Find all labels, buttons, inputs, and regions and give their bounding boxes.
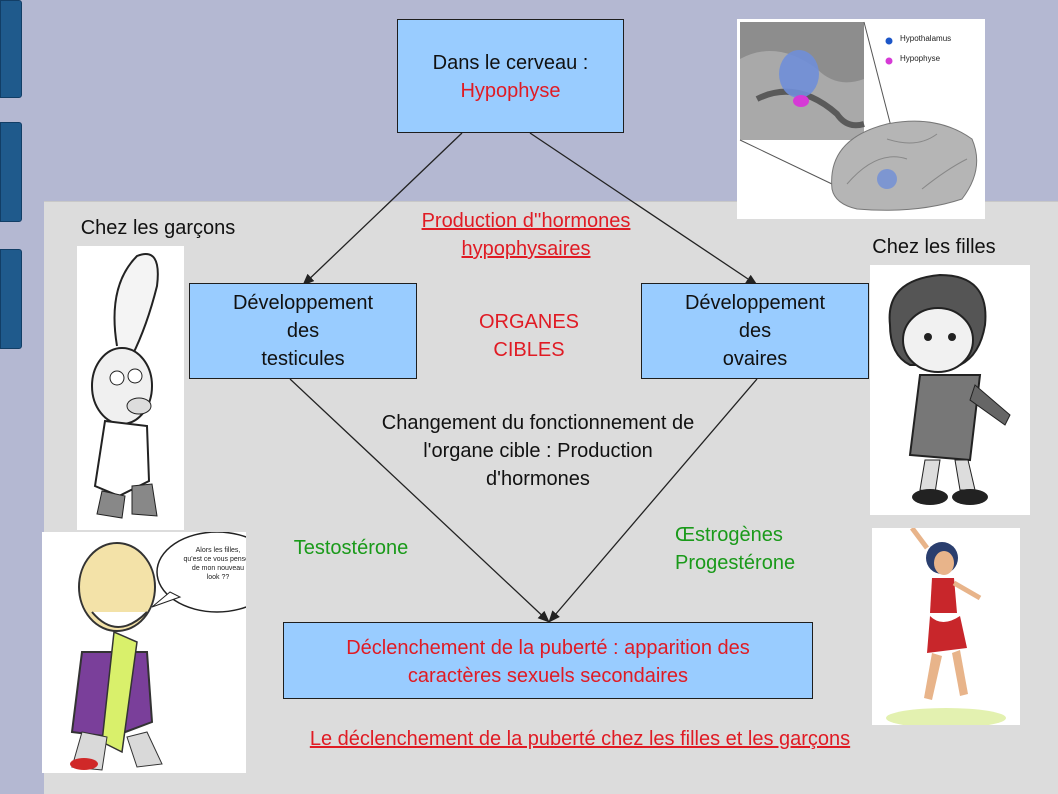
speech-bubble-text: Alors les filles, qu'est ce vous pensez … [159,546,246,582]
girls-label: Chez les filles [872,236,996,258]
ovaires-box: Développement des ovaires [641,283,869,379]
hypophyse-box-line2: Hypophyse [460,80,561,102]
hypothalamus-legend-dot [885,37,893,45]
ovaires-box-line2: des [738,320,772,342]
boy-speech-illustration: Alors les filles, qu'est ce vous pensez … [42,532,246,773]
boys-label: Chez les garçons [80,217,236,239]
boy-cartoon-drawing [91,253,159,519]
speech-line4: look ?? [206,574,230,581]
girl-cartoon-illustration [870,265,1030,515]
testicules-box-line2: des [286,320,320,342]
hypothalamus-shape [779,50,819,98]
change-label-line1: Changement du fonctionnement de [381,412,695,434]
arrow-testicules-to-puberte [289,378,550,623]
production-label-line2: hypophysaires [461,238,591,260]
arrow-to-ovaires [529,132,758,286]
testicules-box-line3: testicules [261,348,345,370]
change-label-line2: l'organe cible : Production [423,440,653,462]
hypophyse-box: Dans le cerveau : Hypophyse [397,19,624,133]
speech-line3: de mon nouveau [191,565,245,572]
legend-hypophyse: Hypophyse [900,54,941,63]
target-organs-line1: ORGANES [478,311,580,333]
speech-line2: qu'est ce vous pensez [183,556,246,563]
puberty-box: Déclenchement de la puberté : apparition… [283,622,813,699]
brain-illustration: Hypothalamus Hypophyse [737,19,985,219]
speech-line1: Alors les filles, [195,547,241,554]
brain-drawing [739,21,978,211]
estrogen-label: Œstrogènes [675,524,783,546]
legend-hypothalamus: Hypothalamus [900,34,952,43]
hypophyse-shape [793,95,809,107]
puberty-box-line2: caractères sexuels secondaires [407,665,689,687]
ovaires-box-line3: ovaires [722,348,788,370]
target-organs-line2: CIBLES [493,339,565,361]
production-label: Production d''hormones hypophysaires [376,207,676,263]
testosterone-label: Testostérone [293,537,409,559]
testicules-box: Développement des testicules [189,283,417,379]
girl-cartoon-drawing [888,273,1011,505]
girl-dancer-drawing [886,528,1006,725]
hypophyse-legend-dot [885,57,893,65]
change-label: Changement du fonctionnement de l'organe… [333,409,743,493]
girl-dancer-illustration [872,528,1020,725]
production-label-line1: Production d''hormones [421,210,631,232]
hypophyse-box-line1: Dans le cerveau : [432,52,589,74]
boy-cartoon-illustration [77,246,184,530]
arrow-to-testicules [302,132,463,286]
ovaires-box-line1: Développement [684,292,826,314]
side-tab-2 [0,122,22,222]
testicules-box-line1: Développement [232,292,374,314]
estrogen-progesterone-label: Œstrogènes Progestérone [675,521,830,577]
caption: Le déclenchement de la puberté chez les … [309,728,851,750]
side-tab-3 [0,249,22,349]
arrow-ovaires-to-puberte [548,378,758,623]
change-label-line3: d'hormones [486,468,590,490]
side-tab-1 [0,0,22,98]
puberty-box-line1: Déclenchement de la puberté : apparition… [346,637,750,659]
progesterone-label: Progestérone [675,552,796,574]
boy-speech-drawing [70,532,246,771]
target-organs-label: ORGANES CIBLES [449,308,609,364]
